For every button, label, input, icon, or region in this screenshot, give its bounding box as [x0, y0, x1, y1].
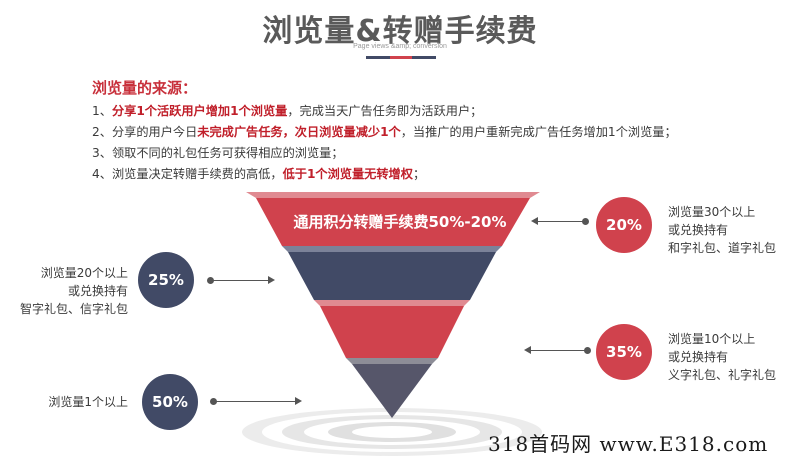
tier-desc-25: 浏览量20个以上 或兑换持有 智字礼包、信字礼包	[10, 264, 128, 318]
arrow-head-35	[524, 346, 531, 354]
tier-desc-line: 或兑换持有	[668, 223, 729, 237]
tier-desc-line: 义字礼包、礼字礼包	[668, 368, 777, 382]
rule-prefix: 2、分享的用户今日	[92, 125, 198, 139]
tier-desc-line: 和字礼包、道字礼包	[668, 241, 777, 255]
rule-line-1: 1、分享1个活跃用户增加1个浏览量，完成当天广告任务即为活跃用户；	[92, 101, 482, 119]
rule-suffix: ，完成当天广告任务即为活跃用户；	[287, 104, 483, 118]
rule-line-4: 4、浏览量决定转赠手续费的高低，低于1个浏览量无转增权；	[92, 164, 425, 182]
rule-line-2: 2、分享的用户今日未完成广告任务，次日浏览量减少1个，当推广的用户重新完成广告任…	[92, 122, 677, 140]
source-heading: 浏览量的来源：	[92, 79, 198, 97]
tier-desc-line: 浏览量1个以上	[48, 395, 128, 409]
rule-highlight: 未完成广告任务，次日浏览量减少1个	[197, 125, 401, 139]
rule-prefix: 1、	[92, 104, 112, 118]
arrow-dot-35	[584, 347, 591, 354]
title-underline-left	[366, 56, 390, 59]
arrow-head-20	[531, 217, 538, 225]
site-watermark: 318首码网 www.E318.com	[488, 432, 769, 456]
arrow-line-35	[530, 350, 586, 351]
tier-desc-line: 浏览量10个以上	[668, 332, 756, 346]
title-underline-right	[412, 56, 436, 59]
rule-highlight: 低于1个浏览量无转增权	[282, 167, 413, 181]
tier-desc-line: 智字礼包、信字礼包	[19, 302, 128, 316]
arrow-dot-25	[207, 277, 214, 284]
arrow-line-50	[216, 401, 296, 402]
rule-suffix: ；	[412, 167, 426, 181]
rule-line-3: 3、领取不同的礼包任务可获得相应的浏览量；	[92, 143, 344, 161]
percent-badge-20: 20%	[596, 197, 652, 253]
arrow-dot-50	[210, 398, 217, 405]
rule-highlight: 分享1个活跃用户增加1个浏览量	[111, 104, 288, 118]
tier-desc-50: 浏览量1个以上	[10, 393, 128, 411]
tier-desc-35: 浏览量10个以上 或兑换持有 义字礼包、礼字礼包	[668, 330, 776, 384]
title-underline-center	[390, 56, 412, 59]
rule-suffix: ，当推广的用户重新完成广告任务增加1个浏览量；	[400, 125, 677, 139]
rule-prefix: 4、浏览量决定转赠手续费的高低，	[92, 167, 283, 181]
tier-desc-line: 或兑换持有	[668, 350, 729, 364]
arrow-line-20	[537, 221, 584, 222]
page-title: 浏览量&转赠手续费	[262, 14, 538, 49]
arrow-head-25	[268, 276, 275, 284]
rule-prefix: 3、领取不同的礼包任务可获得相应的浏览量；	[92, 146, 344, 160]
tier-desc-20: 浏览量30个以上 或兑换持有 和字礼包、道字礼包	[668, 203, 776, 257]
funnel-band-2	[282, 246, 502, 300]
arrow-line-25	[213, 280, 269, 281]
percent-badge-35: 35%	[596, 324, 652, 380]
tier-desc-line: 浏览量30个以上	[668, 205, 756, 219]
funnel-top-label: 通用积分转赠手续费50%-20%	[293, 213, 507, 231]
tier-desc-line: 浏览量20个以上	[40, 266, 128, 280]
tier-desc-line: 或兑换持有	[67, 284, 128, 298]
funnel-band-3	[314, 300, 470, 358]
funnel-band-4	[346, 358, 438, 418]
arrow-dot-20	[582, 218, 589, 225]
page-subtitle: Page views &amp; conversion	[353, 43, 447, 50]
base-rings	[242, 408, 542, 456]
funnel-band-1	[246, 192, 540, 246]
arrow-head-50	[295, 397, 302, 405]
percent-badge-25: 25%	[138, 252, 194, 308]
percent-badge-50: 50%	[142, 374, 198, 430]
